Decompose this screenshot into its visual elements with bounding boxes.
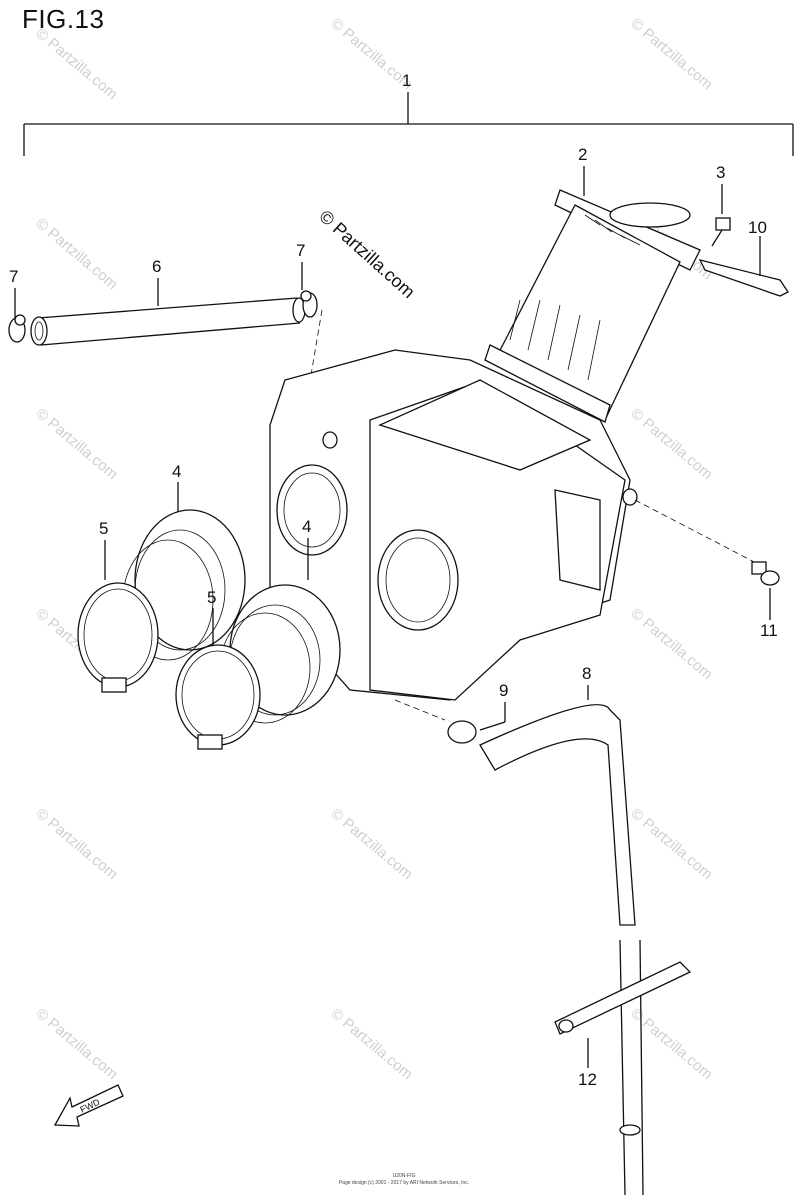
footer-line-1: U20N-FIG (393, 1173, 416, 1179)
callout-6: 6 (152, 257, 161, 276)
watermark-tile: © Partzilla.com (32, 405, 120, 483)
watermark-tile: © Partzilla.com (627, 805, 715, 883)
callout-12: 12 (578, 1070, 597, 1089)
callout-5-right: 5 (207, 588, 216, 607)
callout-1: 1 (402, 71, 411, 90)
air-filter-element (484, 166, 701, 423)
footer: U20N-FIG Page design (c) 2001 - 2017 by … (339, 1173, 469, 1186)
callout-8: 8 (582, 664, 591, 683)
watermark-tile: © Partzilla.com (627, 15, 715, 93)
callout-numbers: 1 2 3 10 7 6 7 4 4 5 5 11 8 9 12 (9, 71, 778, 1089)
callout-2: 2 (578, 145, 587, 164)
callout-11: 11 (760, 621, 778, 640)
footer-line-2: Page design (c) 2001 - 2017 by ARI Netwo… (339, 1180, 469, 1186)
callout-5-left: 5 (99, 519, 108, 538)
forward-arrow-icon: FWD (53, 1084, 124, 1127)
figure-title: FIG.13 (22, 4, 105, 34)
callout-7-left: 7 (9, 267, 18, 286)
callout-7-right: 7 (296, 241, 305, 260)
callout-3: 3 (716, 163, 725, 182)
watermark-tile: © Partzilla.com (32, 1005, 120, 1083)
watermark-tile: © Partzilla.com (327, 805, 415, 883)
callout-4-right: 4 (302, 517, 311, 536)
watermark-center: © Partzilla.com (315, 206, 419, 302)
watermark-tile: © Partzilla.com (327, 1005, 415, 1083)
watermark-tile: © Partzilla.com (32, 805, 120, 883)
assembly-bracket (23, 92, 794, 156)
watermark-tile: © Partzilla.com (627, 605, 715, 683)
callout-4-left: 4 (172, 462, 181, 481)
hose-clamps (77, 540, 261, 750)
bolt (751, 561, 780, 620)
breather-tube (8, 262, 323, 441)
drain-hose (394, 685, 692, 1196)
screw-and-plate (698, 184, 789, 297)
callout-9: 9 (499, 681, 508, 700)
air-box-housing (269, 349, 761, 701)
watermark-tile: © Partzilla.com (32, 25, 120, 103)
watermark-tile: © Partzilla.com (627, 405, 715, 483)
callout-10: 10 (748, 218, 767, 237)
watermark-tile: © Partzilla.com (32, 215, 120, 293)
